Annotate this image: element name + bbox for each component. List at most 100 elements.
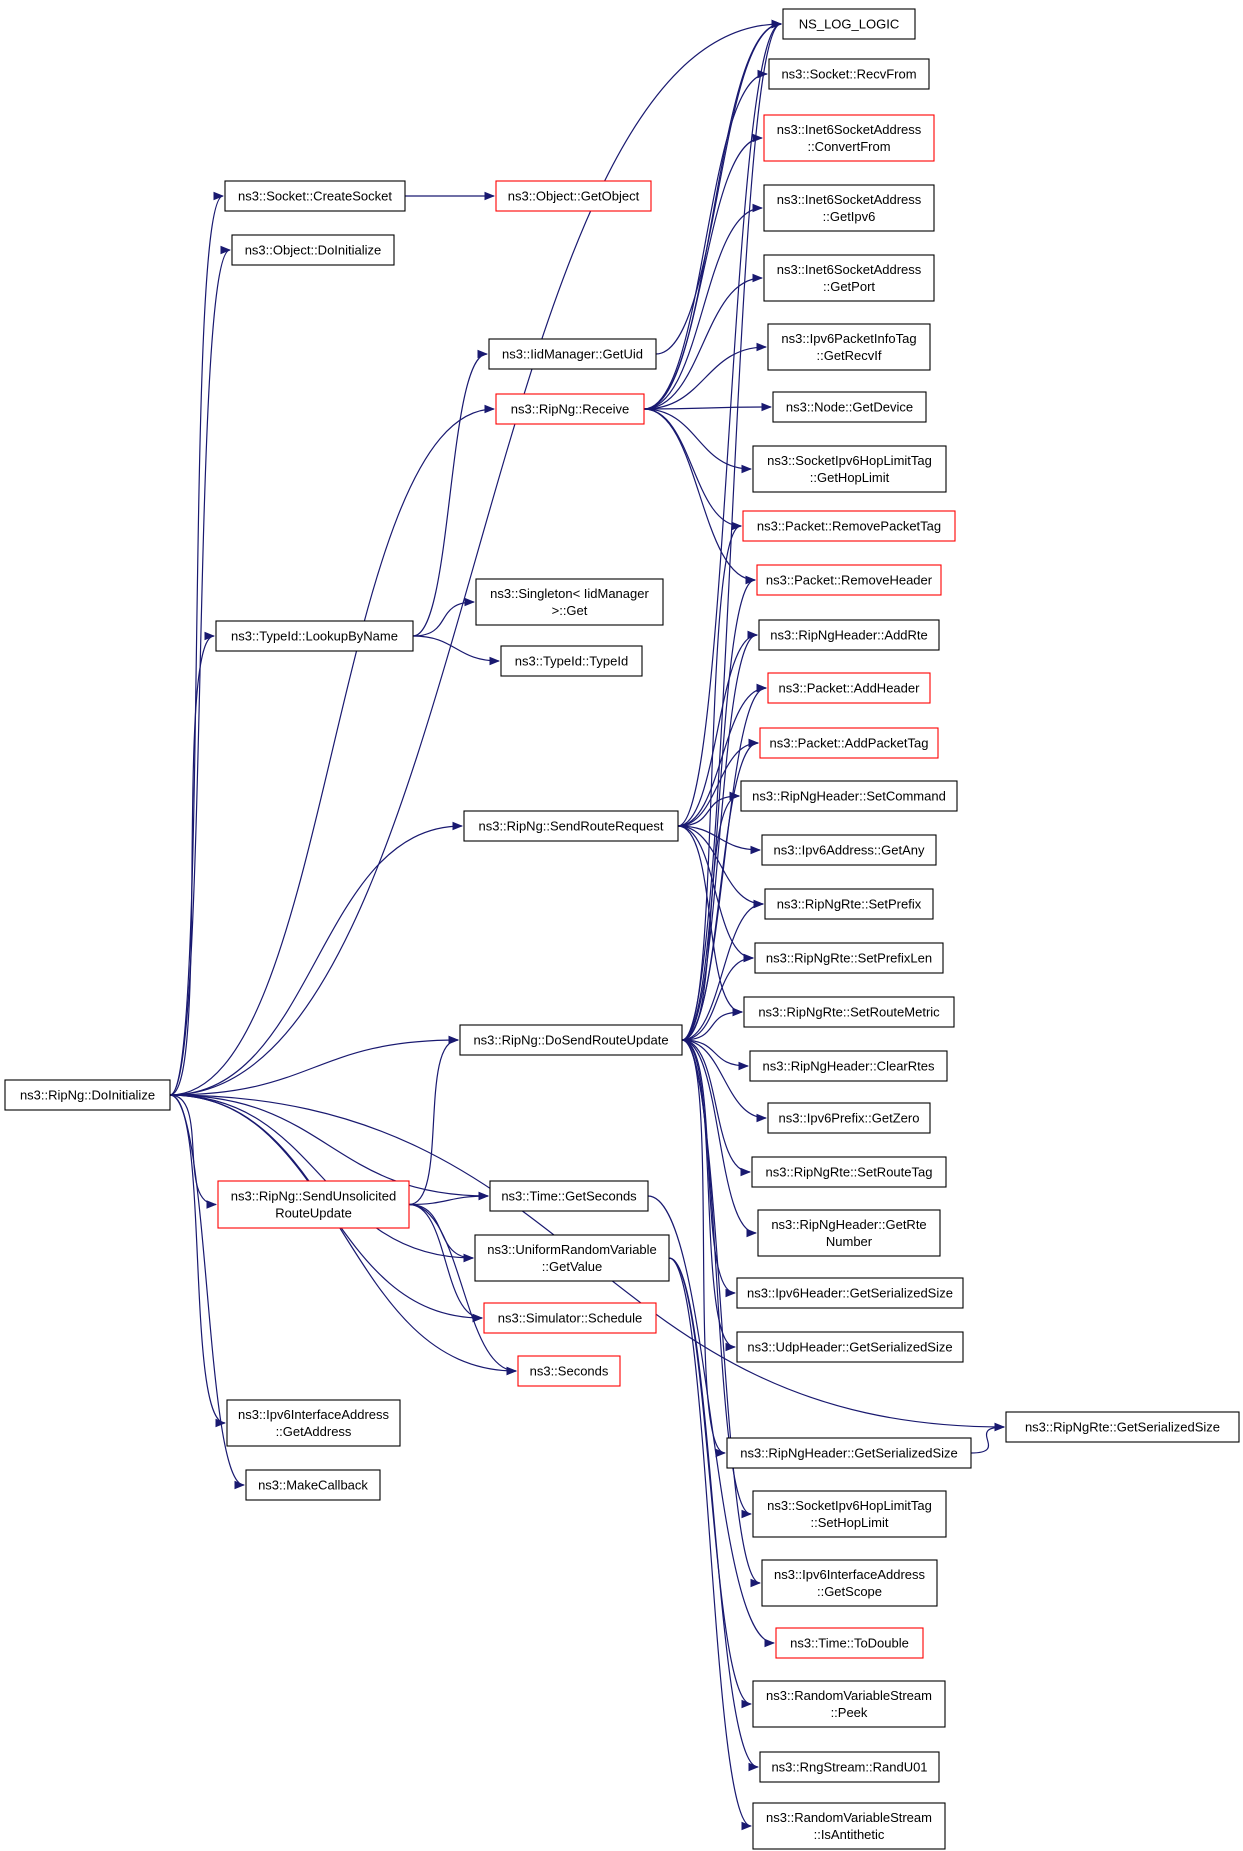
node-box[interactable] [726,1437,972,1469]
node-box[interactable] [736,1331,964,1363]
node-box[interactable] [224,180,406,212]
node-getAny[interactable]: ns3::Ipv6Address::GetAny [761,834,937,866]
node-setPrefix[interactable]: ns3::RipNgRte::SetPrefix [764,888,934,920]
node-nsLogLogic[interactable]: NS_LOG_LOGIC [782,8,916,40]
node-box[interactable] [245,1469,381,1501]
node-makeCallback[interactable]: ns3::MakeCallback [245,1469,381,1501]
node-box[interactable] [775,1627,924,1659]
node-createSocket[interactable]: ns3::Socket::CreateSocket [224,180,406,212]
node-box[interactable] [752,1490,947,1538]
node-box[interactable] [475,578,664,626]
node-doSendRouteUpdate[interactable]: ns3::RipNg::DoSendRouteUpdate [459,1024,683,1056]
node-getRecvIf[interactable]: ns3::Ipv6PacketInfoTag::GetRecvIf [767,323,931,371]
node-box[interactable] [231,234,395,266]
node-box[interactable] [495,180,652,212]
node-box[interactable] [763,114,935,162]
node-box[interactable] [759,727,939,759]
node-lookup[interactable]: ns3::TypeId::LookupByName [215,620,414,652]
node-box[interactable] [756,564,942,596]
node-box[interactable] [782,8,916,40]
node-box[interactable] [764,888,934,920]
node-setHopLimit[interactable]: ns3::SocketIpv6HopLimitTag::SetHopLimit [752,1490,947,1538]
node-box[interactable] [743,996,955,1028]
node-randU01[interactable]: ns3::RngStream::RandU01 [759,1751,940,1783]
node-box[interactable] [4,1079,171,1111]
node-iidGetUid[interactable]: ns3::IidManager::GetUid [488,338,657,370]
node-addHeader[interactable]: ns3::Packet::AddHeader [767,672,931,704]
node-root[interactable]: ns3::RipNg::DoInitialize [4,1079,171,1111]
node-box[interactable] [463,810,679,842]
node-box[interactable] [768,58,930,90]
node-addPacketTag[interactable]: ns3::Packet::AddPacketTag [759,727,939,759]
node-getHopLimit[interactable]: ns3::SocketIpv6HopLimitTag::GetHopLimit [752,445,947,493]
node-box[interactable] [742,510,956,542]
node-box[interactable] [752,1802,946,1850]
node-rteSize[interactable]: ns3::RipNgRte::GetSerializedSize [1005,1411,1240,1443]
node-box[interactable] [761,834,937,866]
node-getZero[interactable]: ns3::Ipv6Prefix::GetZero [767,1102,931,1134]
node-box[interactable] [763,184,935,232]
node-convertFrom[interactable]: ns3::Inet6SocketAddress::ConvertFrom [763,114,935,162]
node-schedule[interactable]: ns3::Simulator::Schedule [483,1302,657,1334]
node-getPort[interactable]: ns3::Inet6SocketAddress::GetPort [763,254,935,302]
node-addRte[interactable]: ns3::RipNgHeader::AddRte [758,619,940,651]
node-box[interactable] [1005,1411,1240,1443]
node-box[interactable] [752,1680,946,1728]
node-box[interactable] [767,672,931,704]
node-box[interactable] [759,1751,940,1783]
node-toDouble[interactable]: ns3::Time::ToDouble [775,1627,924,1659]
node-objDoInit[interactable]: ns3::Object::DoInitialize [231,234,395,266]
node-box[interactable] [754,942,944,974]
node-box[interactable] [767,1102,931,1134]
node-box[interactable] [758,619,940,651]
node-box[interactable] [749,1050,948,1082]
node-setRouteMetric[interactable]: ns3::RipNgRte::SetRouteMetric [743,996,955,1028]
node-box[interactable] [740,780,958,812]
node-getDevice[interactable]: ns3::Node::GetDevice [772,391,927,423]
node-setCommand[interactable]: ns3::RipNgHeader::SetCommand [740,780,958,812]
node-box[interactable] [517,1355,621,1387]
node-receive[interactable]: ns3::RipNg::Receive [495,393,645,425]
node-sendRouteRequest[interactable]: ns3::RipNg::SendRouteRequest [463,810,679,842]
node-udpHdrSize[interactable]: ns3::UdpHeader::GetSerializedSize [736,1331,964,1363]
node-removeHeader[interactable]: ns3::Packet::RemoveHeader [756,564,942,596]
node-box[interactable] [217,1180,410,1229]
node-box[interactable] [767,323,931,371]
node-box[interactable] [495,393,645,425]
node-box[interactable] [474,1234,670,1282]
node-setRouteTag[interactable]: ns3::RipNgRte::SetRouteTag [751,1156,947,1188]
node-box[interactable] [488,338,657,370]
node-ifaceGetAddress[interactable]: ns3::Ipv6InterfaceAddress::GetAddress [226,1399,401,1447]
node-recvFrom[interactable]: ns3::Socket::RecvFrom [768,58,930,90]
node-typeId[interactable]: ns3::TypeId::TypeId [500,645,643,677]
node-getIpv6[interactable]: ns3::Inet6SocketAddress::GetIpv6 [763,184,935,232]
node-box[interactable] [772,391,927,423]
node-box[interactable] [215,620,414,652]
node-box[interactable] [489,1180,649,1212]
node-removePacketTag[interactable]: ns3::Packet::RemovePacketTag [742,510,956,542]
node-box[interactable] [483,1302,657,1334]
node-singletonGet[interactable]: ns3::Singleton< IidManager>::Get [475,578,664,626]
node-box[interactable] [757,1209,941,1257]
node-urvGetValue[interactable]: ns3::UniformRandomVariable::GetValue [474,1234,670,1282]
node-seconds[interactable]: ns3::Seconds [517,1355,621,1387]
node-timeGetSeconds[interactable]: ns3::Time::GetSeconds [489,1180,649,1212]
node-box[interactable] [736,1277,964,1309]
node-ripHdrSize[interactable]: ns3::RipNgHeader::GetSerializedSize [726,1437,972,1469]
node-isAntithetic[interactable]: ns3::RandomVariableStream::IsAntithetic [752,1802,946,1850]
node-clearRtes[interactable]: ns3::RipNgHeader::ClearRtes [749,1050,948,1082]
node-getObject[interactable]: ns3::Object::GetObject [495,180,652,212]
node-ipv6HdrSize[interactable]: ns3::Ipv6Header::GetSerializedSize [736,1277,964,1309]
node-box[interactable] [500,645,643,677]
node-box[interactable] [226,1399,401,1447]
node-box[interactable] [763,254,935,302]
node-getScope[interactable]: ns3::Ipv6InterfaceAddress::GetScope [761,1559,938,1607]
node-setPrefixLen[interactable]: ns3::RipNgRte::SetPrefixLen [754,942,944,974]
node-box[interactable] [761,1559,938,1607]
node-peek[interactable]: ns3::RandomVariableStream::Peek [752,1680,946,1728]
node-box[interactable] [752,445,947,493]
node-box[interactable] [751,1156,947,1188]
node-box[interactable] [459,1024,683,1056]
